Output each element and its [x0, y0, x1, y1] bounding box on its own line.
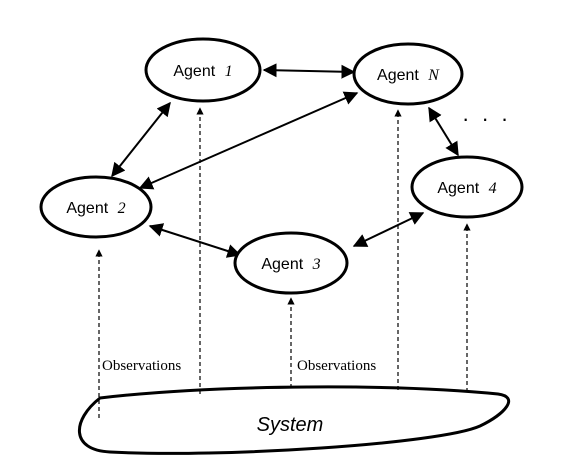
link-agent1-agent2 [111, 101, 171, 178]
svg-text:Agent 1: Agent 1 [173, 63, 232, 80]
observations-label-right: Observations [297, 358, 376, 374]
agent-node-2-name: Agent [66, 200, 108, 217]
agent-node-3-index: 3 [312, 256, 321, 273]
agent-node-3-name: Agent [261, 256, 303, 273]
agent-node-2: Agent 2 [39, 175, 153, 239]
agent-node-4-index: 4 [489, 180, 497, 197]
agent-node-n-index: N [427, 67, 440, 84]
link-agent2-agent3 [148, 223, 242, 258]
svg-text:Agent N: Agent N [377, 67, 440, 84]
link-agent3-agent4 [352, 212, 425, 247]
agent-node-2-index: 2 [118, 200, 126, 217]
agent-links [111, 63, 459, 258]
agent-node-n-name: Agent [377, 67, 419, 84]
agent-node-3: Agent 3 [233, 231, 349, 295]
agent-node-1-name: Agent [173, 63, 215, 80]
link-agentN-agent4 [428, 106, 459, 157]
agent-node-n: Agent N [352, 42, 464, 106]
link-agentN-agent2 [138, 91, 359, 190]
agent-node-1: Agent 1 [144, 37, 262, 103]
agent-node-1-index: 1 [225, 63, 233, 80]
observations-label-left: Observations [102, 358, 181, 374]
system-label: System [257, 414, 324, 436]
svg-text:Agent 2: Agent 2 [66, 200, 125, 217]
system-shape [77, 385, 511, 455]
svg-text:Agent 4: Agent 4 [437, 180, 496, 197]
agent-node-4: Agent 4 [410, 155, 524, 219]
svg-text:Agent 3: Agent 3 [261, 256, 320, 273]
link-agent1-agentN [262, 63, 356, 79]
more-agents-ellipsis: · · · [462, 106, 511, 131]
agent-node-4-name: Agent [437, 180, 479, 197]
